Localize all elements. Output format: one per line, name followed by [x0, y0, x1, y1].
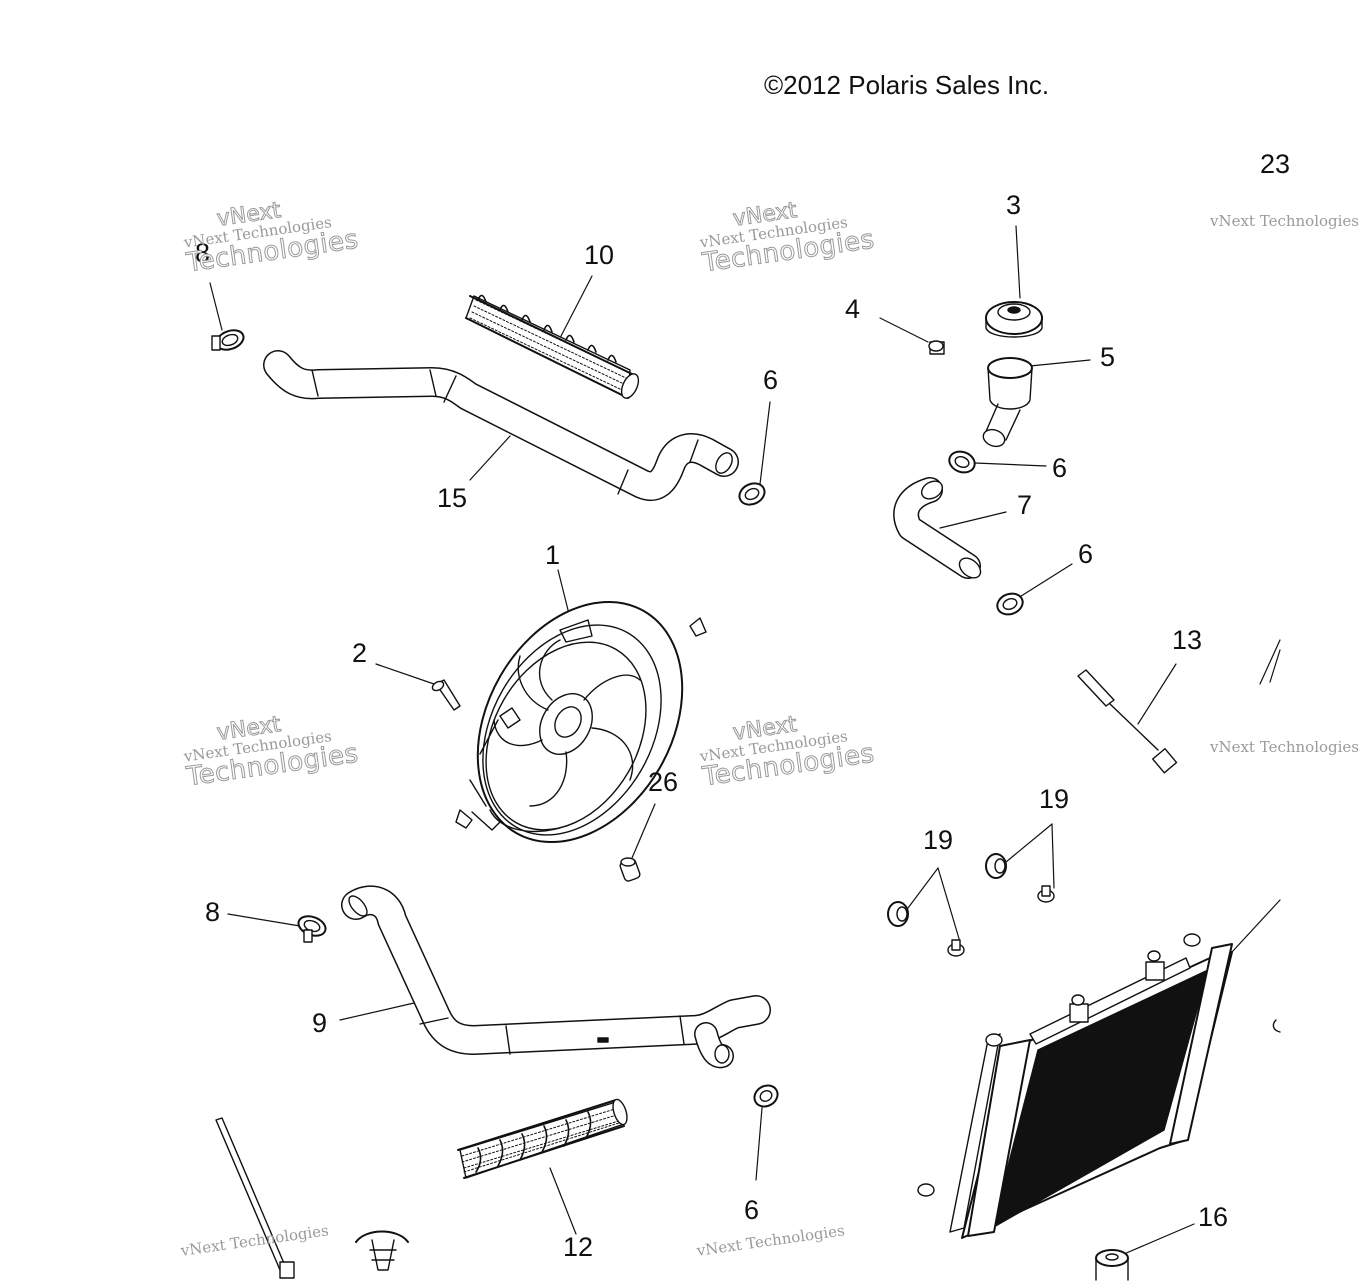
washer-19-b	[948, 940, 964, 956]
callout-2: 2	[352, 638, 368, 668]
grommet-19-a	[986, 854, 1006, 878]
hose-7	[906, 478, 984, 582]
hose-clamp-6-a	[736, 479, 768, 508]
radiator-cap-3	[986, 302, 1042, 337]
grommet-19-b	[888, 902, 908, 926]
spacer-26	[619, 858, 641, 882]
callout-19-b: 19	[923, 825, 954, 855]
sleeve-12	[458, 1098, 630, 1178]
callout-1: 1	[545, 540, 561, 570]
copyright-notice: ©2012 Polaris Sales Inc.	[764, 70, 1050, 100]
hose-clamp-8-bottom	[296, 913, 328, 942]
hose-9	[346, 893, 756, 1063]
callout-5: 5	[1100, 342, 1116, 372]
callout-6-c: 6	[1078, 539, 1094, 569]
callout-16: 16	[1198, 1202, 1229, 1232]
spacer-16	[1096, 1250, 1128, 1280]
callout-3: 3	[1006, 190, 1022, 220]
diagram-canvas	[0, 0, 1280, 1280]
hose-clamp-6-d	[751, 1081, 782, 1110]
callout-6-d: 6	[744, 1195, 760, 1225]
callout-15: 15	[437, 483, 468, 513]
partial-parts-right	[1273, 1020, 1280, 1032]
callout-26: 26	[648, 767, 679, 797]
callout-4: 4	[845, 294, 861, 324]
sleeve-10	[466, 295, 642, 400]
callout-9: 9	[312, 1008, 328, 1038]
callout-6-b: 6	[1052, 453, 1068, 483]
callout-12: 12	[563, 1232, 594, 1262]
hose-clamp-6-c	[994, 590, 1025, 618]
callout-7: 7	[1017, 490, 1033, 520]
callout-6-a: 6	[763, 365, 779, 395]
radiator-fan	[436, 565, 723, 879]
radiator	[918, 934, 1232, 1238]
callout-23: 23	[1260, 149, 1291, 179]
hose-clamp-6-b	[946, 448, 977, 476]
washer-19-a	[1038, 886, 1054, 902]
callout-13: 13	[1172, 625, 1203, 655]
filler-neck-5	[981, 358, 1032, 449]
callout-8-b: 8	[205, 897, 221, 927]
callout-10: 10	[584, 240, 615, 270]
callout-8-a: 8	[195, 238, 211, 268]
sensor-13	[1078, 670, 1177, 773]
leader-lines	[210, 226, 1280, 1254]
bolt-2	[431, 680, 460, 710]
hose-15	[278, 365, 736, 494]
callout-19-a: 19	[1039, 784, 1070, 814]
push-rivet	[356, 1232, 408, 1271]
screw-4	[929, 341, 944, 354]
hose-clamp-8-top	[212, 327, 246, 353]
cable-tie	[216, 1118, 294, 1278]
